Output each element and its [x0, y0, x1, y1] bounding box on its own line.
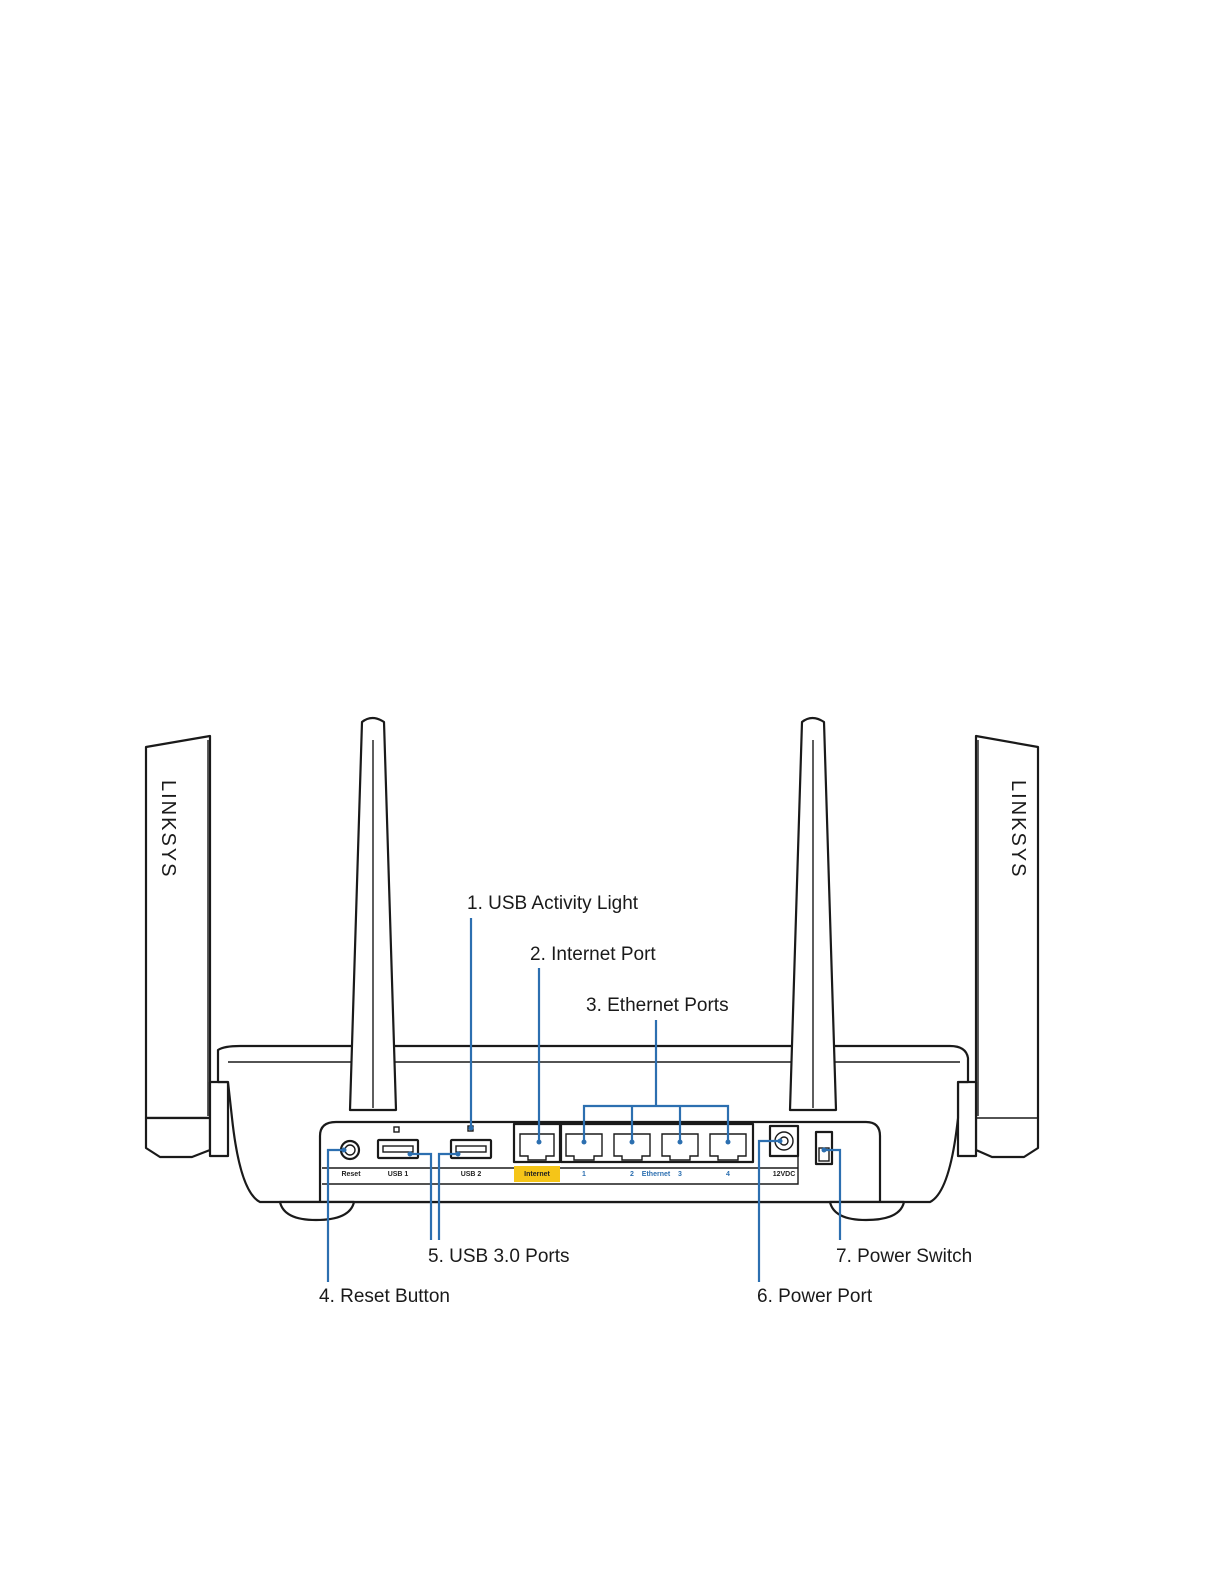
port-label-internet: Internet	[524, 1171, 550, 1178]
port-label-ethernet: Ethernet	[642, 1171, 671, 1178]
callout-power-switch: 7. Power Switch	[836, 1246, 972, 1267]
port-label-usb1: USB 1	[388, 1171, 409, 1178]
callout-usb-activity-light: 1. USB Activity Light	[467, 893, 639, 914]
left-antenna-logo: LINKSYS	[157, 780, 179, 878]
port-label-usb2: USB 2	[461, 1171, 482, 1178]
callout-usb-ports: 5. USB 3.0 Ports	[428, 1246, 570, 1267]
callout-power-port: 6. Power Port	[757, 1286, 873, 1307]
port-label-eth3: 3	[678, 1171, 682, 1178]
callout-internet-port: 2. Internet Port	[530, 944, 656, 965]
right-flat-antenna: LINKSYS	[976, 736, 1038, 1157]
port-label-eth1: 1	[582, 1171, 586, 1178]
right-stick-antenna	[790, 718, 836, 1110]
port-label-power: 12VDC	[773, 1171, 796, 1178]
left-stick-antenna	[350, 718, 396, 1110]
left-flat-antenna: LINKSYS	[146, 736, 210, 1157]
port-label-reset: Reset	[341, 1171, 361, 1178]
right-antenna-logo: LINKSYS	[1007, 780, 1029, 878]
ethernet-port-group	[561, 1124, 753, 1162]
port-label-eth2: 2	[630, 1171, 634, 1178]
port-label-eth4: 4	[726, 1171, 730, 1178]
callout-reset-button: 4. Reset Button	[319, 1286, 450, 1307]
callout-ethernet-ports: 3. Ethernet Ports	[586, 995, 729, 1016]
